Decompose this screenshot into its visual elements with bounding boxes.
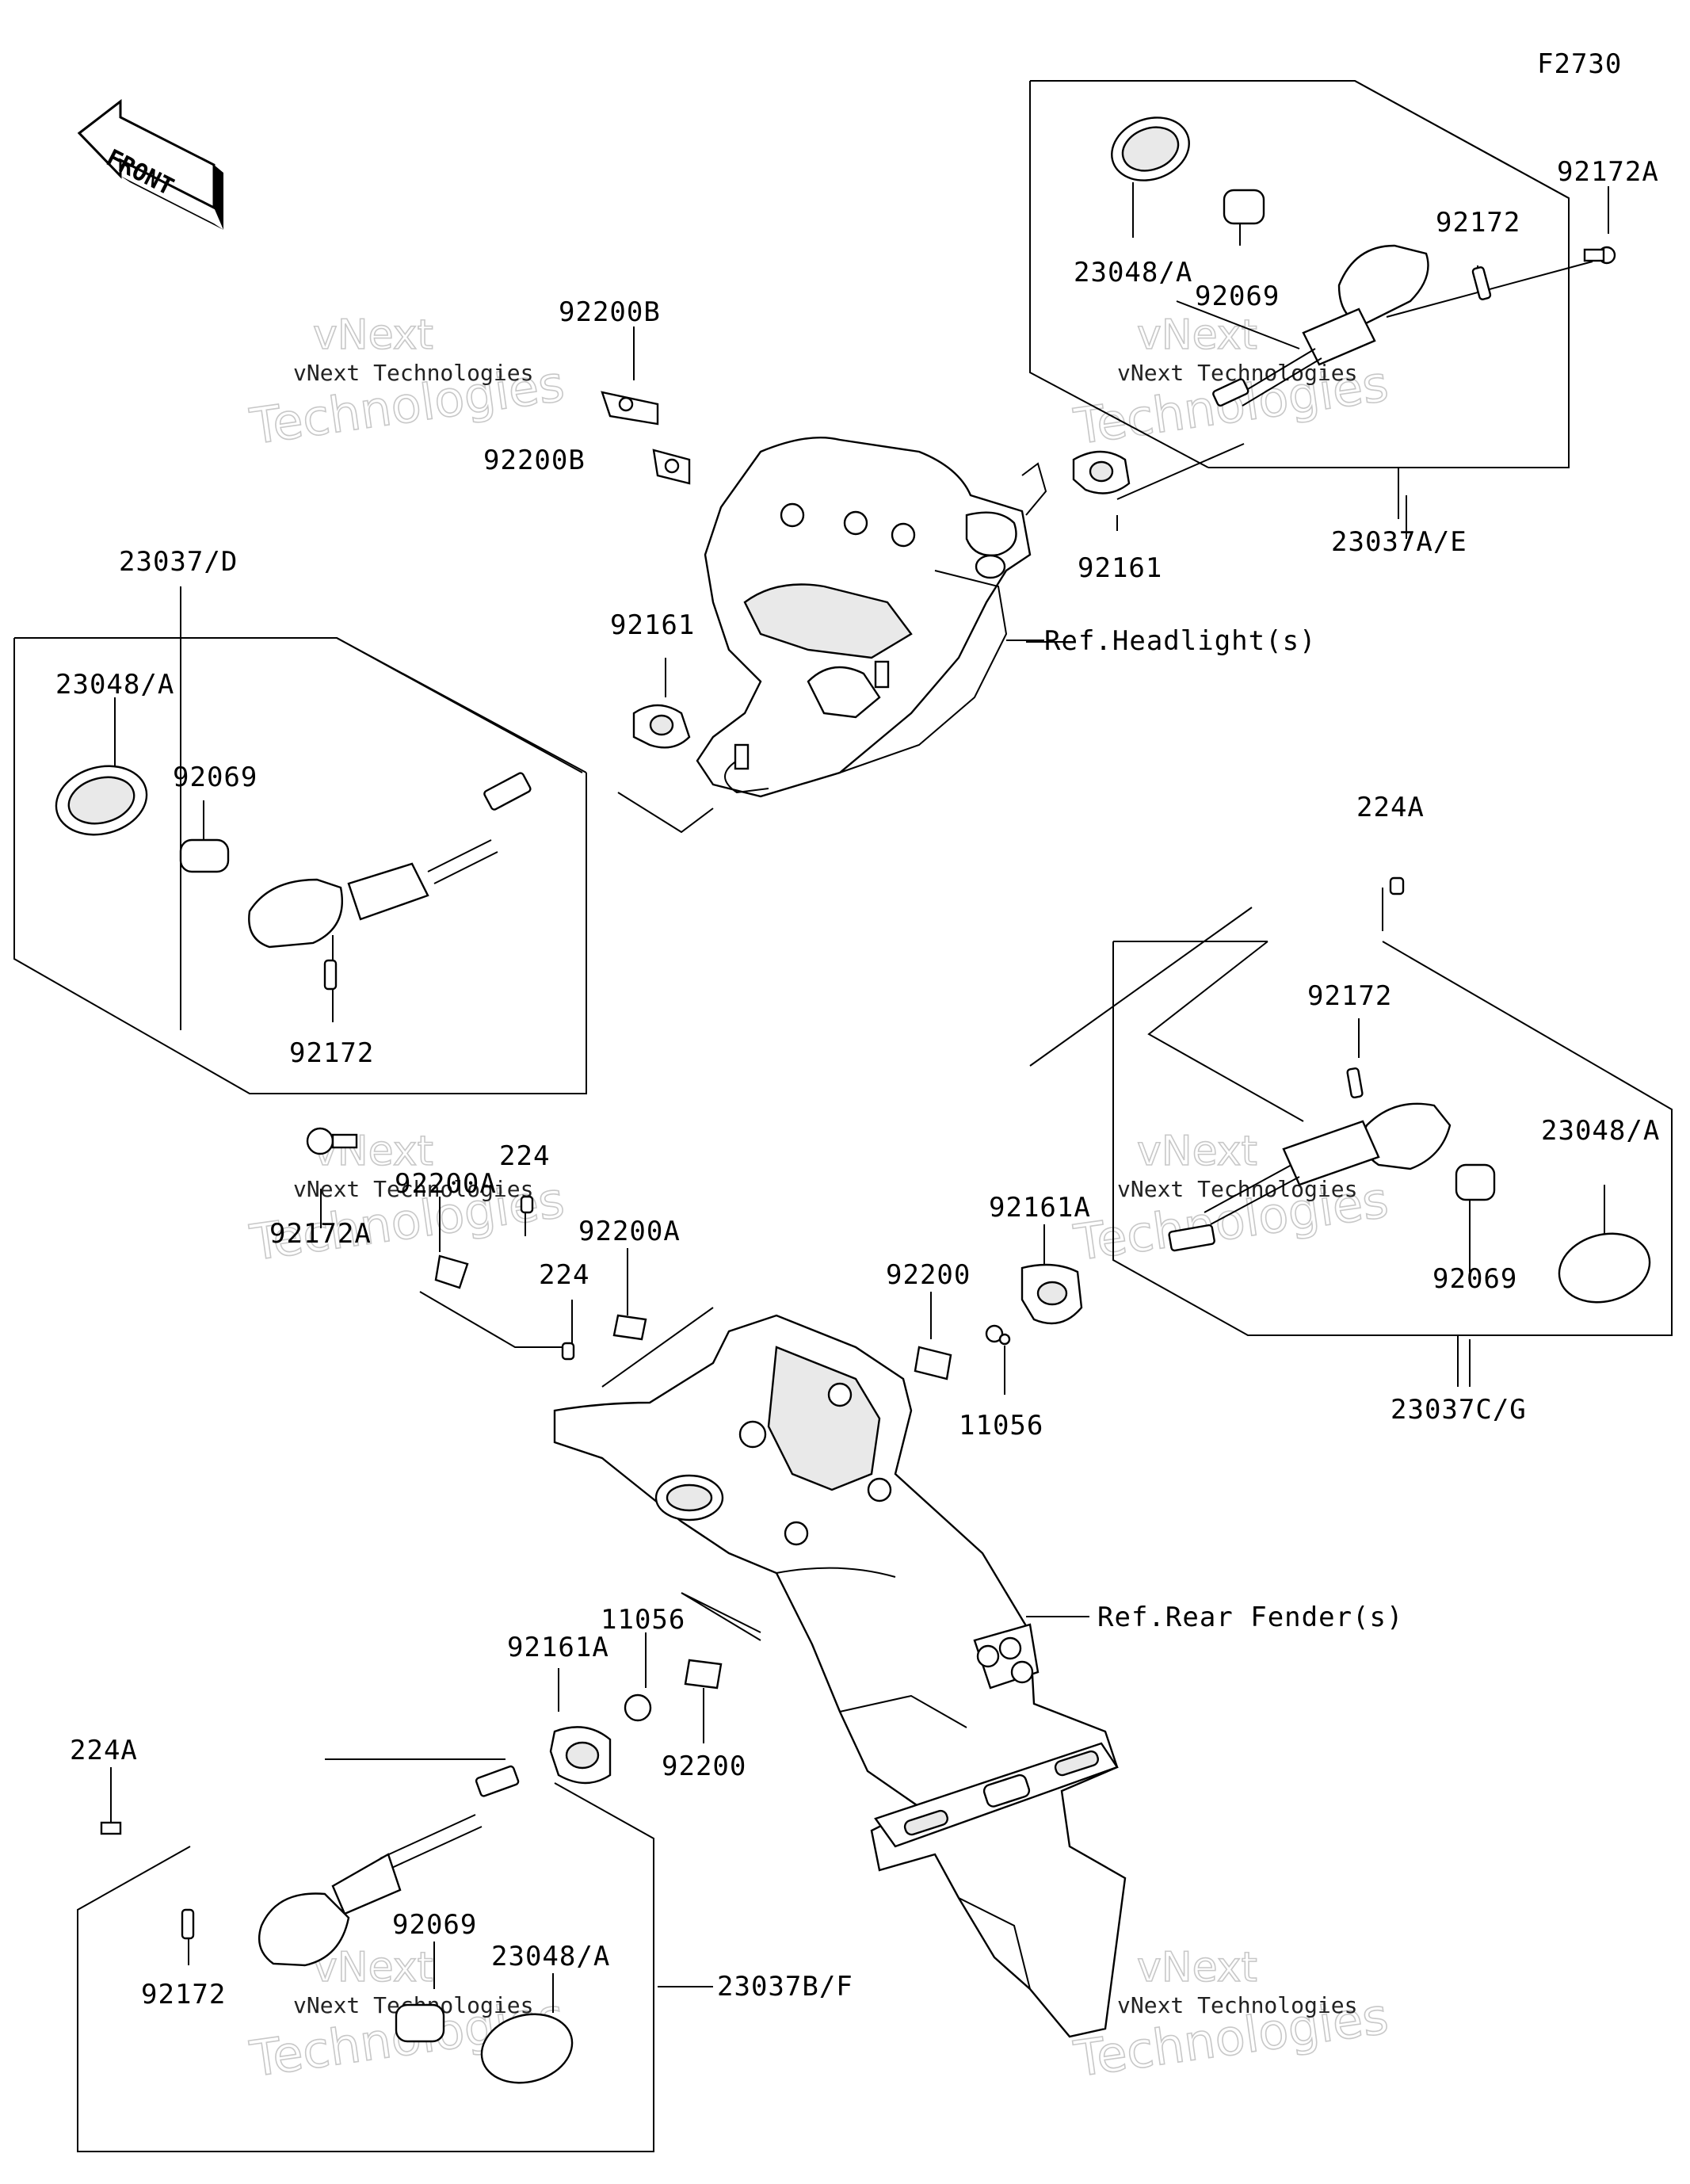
headlight-bracket: [696, 436, 1047, 798]
label-92069-right: 92069: [1432, 1263, 1517, 1295]
label-23048A-right: 23048/A: [1541, 1115, 1660, 1147]
group-box-23037AE: [1029, 80, 1570, 468]
label-92200B-mid: 92200B: [483, 445, 586, 476]
label-224-mid: 224: [539, 1259, 589, 1291]
label-ref-headlight: Ref.Headlight(s): [1044, 625, 1317, 657]
label-92200A-left: 92200A: [395, 1168, 497, 1200]
label-92172-top: 92172: [1436, 207, 1520, 239]
group-box-23037D: [13, 637, 587, 1094]
label-92161-left: 92161: [610, 609, 695, 641]
label-224A-right: 224A: [1356, 792, 1425, 823]
small-parts-mid: [434, 1195, 1011, 1380]
label-224-top: 224: [499, 1140, 550, 1172]
label-92161A-left: 92161A: [507, 1632, 609, 1663]
label-92172-right: 92172: [1307, 980, 1392, 1012]
svg-text:vNext: vNext: [1137, 1128, 1257, 1175]
label-92161A-right: 92161A: [989, 1192, 1091, 1224]
figure-code: F2730: [1537, 48, 1622, 80]
label-23037D: 23037/D: [119, 546, 238, 578]
turn-signal-bottom-left: [100, 1659, 723, 2084]
label-92200B-top: 92200B: [559, 296, 661, 328]
watermark-bottom-right: vNext Technologies vNext Technologies: [1070, 1943, 1392, 2089]
label-23048A-left: 23048/A: [55, 669, 174, 701]
label-11056-left: 11056: [601, 1604, 685, 1636]
watermark-top-left: vNext Technologies vNext Technologies: [246, 311, 568, 456]
label-92172-bottom: 92172: [141, 1979, 226, 2010]
label-11056-right: 11056: [959, 1410, 1043, 1441]
svg-text:vNext: vNext: [1137, 1944, 1257, 1991]
label-92069-top: 92069: [1195, 281, 1280, 312]
rear-fender: [553, 1314, 1127, 2038]
svg-text:vNext: vNext: [1137, 311, 1257, 359]
svg-text:vNext Technologies: vNext Technologies: [293, 1176, 533, 1202]
label-92069-left: 92069: [173, 762, 258, 793]
turn-signal-right: [1020, 876, 1651, 1325]
small-parts-top: [601, 391, 1131, 749]
group-box-23037CG: [1112, 941, 1673, 1336]
label-23048A-bottom: 23048/A: [491, 1941, 610, 1972]
turn-signal-top-right: [1111, 116, 1616, 407]
leader-lines: [110, 182, 1609, 2013]
part-labels: 92200B 92200B 23037/D 23048/A 92069 9217…: [55, 156, 1660, 2010]
label-92161-top: 92161: [1078, 552, 1162, 584]
label-92200A-mid: 92200A: [578, 1216, 681, 1247]
label-23037CG: 23037C/G: [1391, 1394, 1527, 1426]
label-23048A-top: 23048/A: [1074, 257, 1192, 288]
front-arrow-icon: FRONT: [77, 98, 223, 230]
group-box-23037BF: [77, 1758, 654, 2152]
label-92200-left: 92200: [662, 1751, 746, 1782]
turn-signal-left: [55, 765, 532, 1155]
label-23037BF: 23037B/F: [717, 1971, 853, 2003]
svg-text:vNext: vNext: [313, 311, 433, 359]
label-224A-left: 224A: [70, 1735, 138, 1766]
label-92200-right: 92200: [886, 1259, 971, 1291]
label-92172A-top: 92172A: [1557, 156, 1659, 188]
label-23037AE: 23037A/E: [1331, 526, 1467, 558]
label-92172-left: 92172: [289, 1037, 374, 1069]
label-ref-rear-fender: Ref.Rear Fender(s): [1097, 1602, 1403, 1633]
svg-text:vNext Technologies: vNext Technologies: [293, 360, 533, 386]
label-92172A-left: 92172A: [269, 1218, 372, 1250]
label-92069-bottom: 92069: [392, 1909, 477, 1941]
svg-text:vNext Technologies: vNext Technologies: [1117, 1992, 1357, 2018]
svg-text:vNext Technologies: vNext Technologies: [1117, 1176, 1357, 1202]
